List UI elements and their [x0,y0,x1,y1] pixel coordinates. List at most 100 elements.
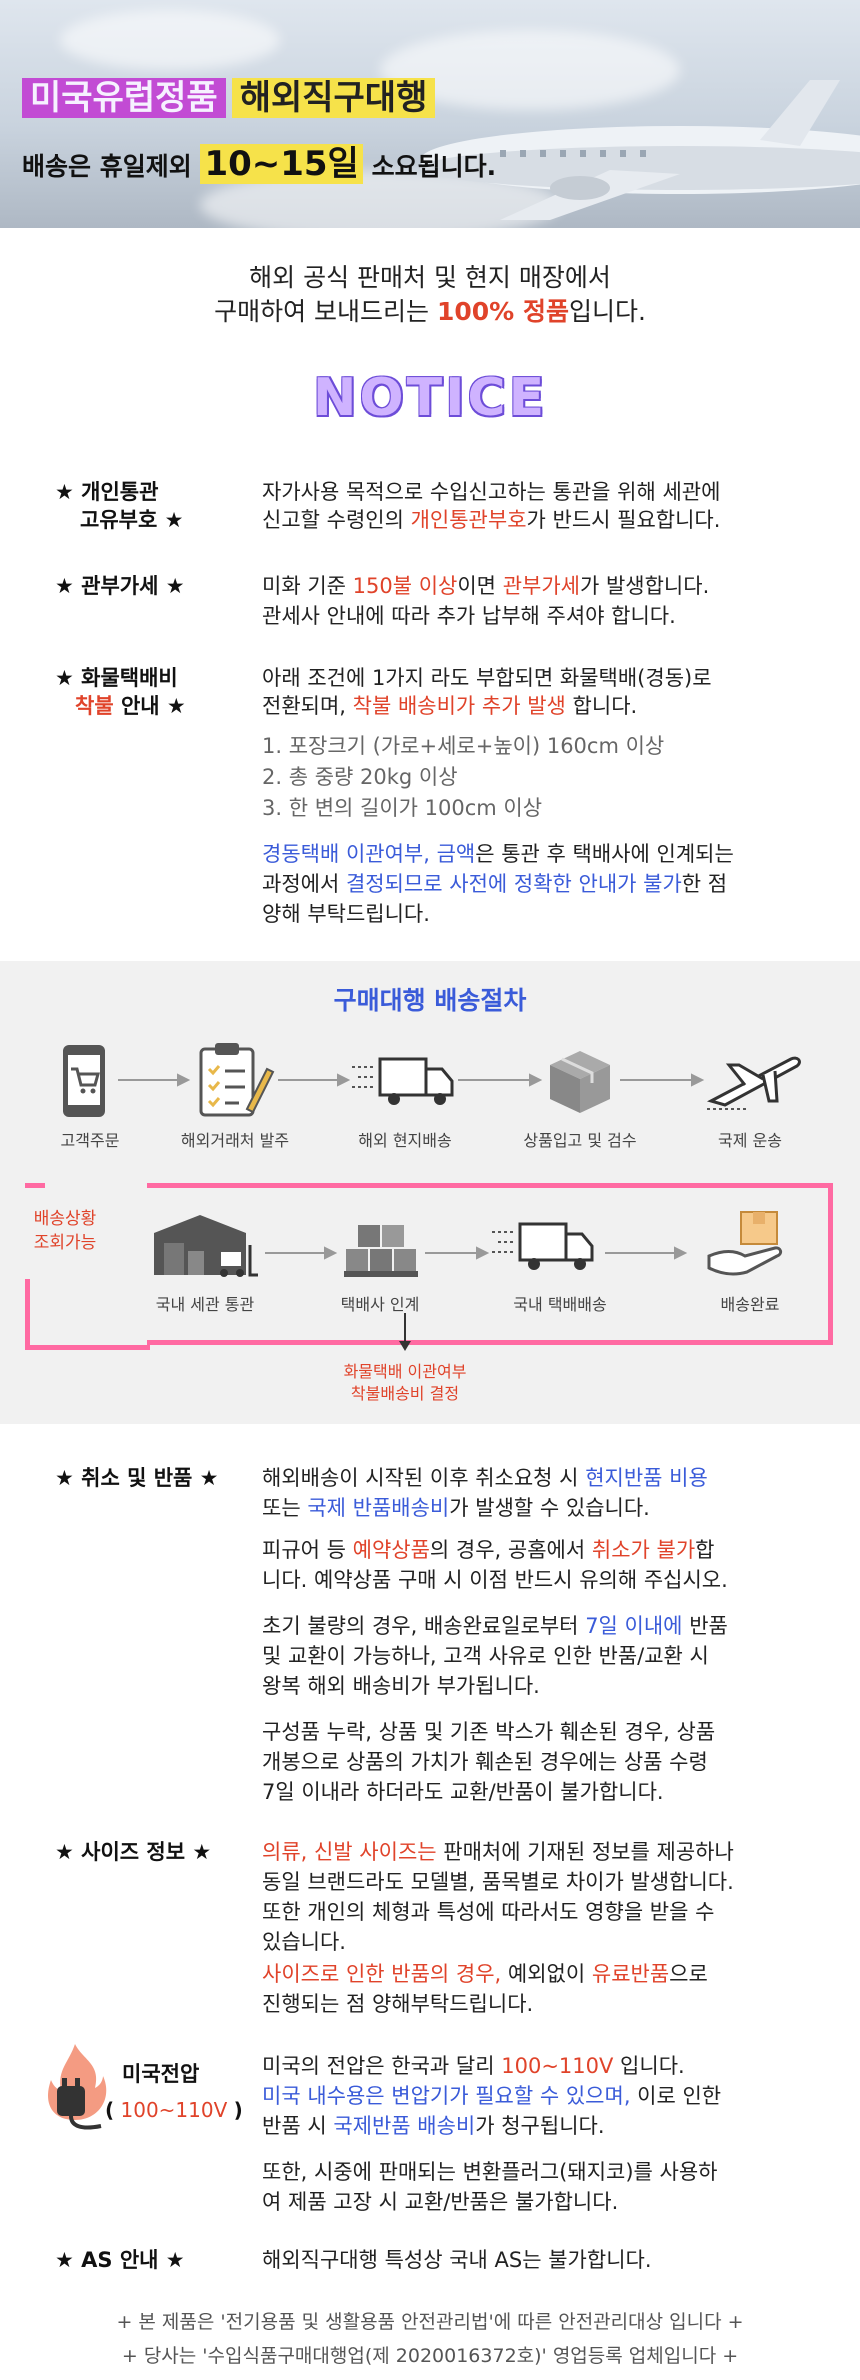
size-l5-post: 으로 [669,1962,708,1986]
cancel-p1-l1: 해외배송이 시작된 이후 취소요청 시 현지반품 비용 [262,1464,708,1493]
package-boxes-icon [550,1051,610,1113]
size-l5: 사이즈로 인한 반품의 경우, 예외없이 유료반품으로 [262,1960,708,1989]
tax-label: ★ 관부가세 ★ [55,574,185,598]
cancel-p4-l3: 7일 이내라 하더라도 교환/반품이 불가합니다. [262,1780,664,1804]
customs-text-1: 자가사용 목적으로 수입신고하는 통관을 위해 세관에 [262,480,721,504]
cancel-p3-pre: 초기 불량의 경우, 배송완료일로부터 [262,1614,586,1638]
freight-note-1: 경동택배 이관여부, 금액은 통관 후 택배사에 인계되는 [262,840,734,869]
size-return-case: 사이즈로 인한 반품의 경우, [262,1962,502,1986]
freight-note-2-pre: 과정에서 [262,872,346,896]
voltage-l5: 여 제품 고장 시 교환/반품은 불가합니다. [262,2190,619,2214]
freight-note-blue-2: 결정되므로 사전에 정확한 안내가 불가 [345,872,682,896]
tracking-label-line1: 배송상황 [33,1209,97,1229]
customs-t2-pre: 신고할 수령인의 [262,508,411,532]
size-l1: 의류, 신발 사이즈는 판매처에 기재된 정보를 제공하나 [262,1838,734,1867]
voltage-transformer-note: 미국 내수용은 변압기가 필요할 수 있으며, [262,2084,631,2108]
voltage-l4: 또한, 시중에 판매되는 변환플러그(돼지코)를 사용하 [262,2160,718,2184]
cancel-7days: 7일 이내에 [585,1614,683,1638]
voltage-range-value: 100~110V [120,2098,228,2122]
customs-text-2: 신고할 수령인의 개인통관부호가 반드시 필요합니다. [262,506,720,535]
warehouse-forklift-icon [154,1215,258,1277]
cancel-p3-l3: 왕복 해외 배송비가 부가됩니다. [262,1674,540,1698]
freight-condition-3: 3. 한 변의 길이가 100cm 이상 [262,796,543,820]
footer-registration-notice: + 당사는 '수입식품구매대행업(제 2020016372호)' 영업등록 업체… [121,2345,739,2367]
voltage-l1-post: 입니다. [613,2054,685,2078]
cancel-p2-post: 합 [695,1538,715,1562]
customs-label-2: 고유부호 ★ [80,508,184,532]
freight-label-2: 착불 안내 ★ [75,692,186,721]
voltage-l1-value: 100~110V [501,2054,614,2078]
intro-line2: 구매하여 보내드리는 100% 정품입니다. [0,292,860,328]
size-l6: 진행되는 점 양해부탁드립니다. [262,1992,534,2016]
customs-label-1: ★ 개인통관 [55,480,159,504]
cancel-intl-return-fee: 국제 반품배송비 [307,1496,450,1520]
size-l5-mid: 예외없이 [501,1962,592,1986]
freight-cod-label: 착불 [75,694,114,718]
cancel-local-return-cost: 현지반품 비용 [585,1466,708,1490]
cancel-p4-l1: 구성품 누락, 상품 및 기존 박스가 훼손된 경우, 상품 [262,1720,716,1744]
tracking-box-top-stub [25,1183,45,1188]
freight-text-1: 아래 조건에 1가지 라도 부합되면 화물택배(경동)로 [262,666,712,690]
voltage-l2-post: 이로 인한 [630,2084,722,2108]
hero-subtitle-pre: 배송은 휴일제외 [22,152,192,181]
size-clothing-shoes: 의류, 신발 사이즈는 [262,1840,437,1864]
customs-code-highlight: 개인통관부호 [410,508,527,532]
hero-subtitle: 배송은 휴일제외 10~15일 소요됩니다. [22,136,496,185]
step-delivery-complete: 배송완료 [720,1295,780,1314]
freight-extra-highlight: 착불 배송비가 추가 발생 [352,694,566,718]
tracking-label-line2: 조회가능 [33,1233,97,1253]
freight-label-2-post: 안내 ★ [113,694,186,718]
cancel-not-possible: 취소가 불가 [591,1538,696,1562]
voltage-l3-pre: 반품 시 [262,2114,334,2138]
voltage-l1-pre: 미국의 전압은 한국과 달리 [262,2054,502,2078]
freight-note-1-post: 은 통관 후 택배사에 인계되는 [475,842,734,866]
tracking-available-label: 배송상황 조회가능 [10,1207,120,1255]
intro-line2-pre: 구매하여 보내드리는 [214,297,437,326]
as-label: ★ AS 안내 ★ [55,2248,185,2272]
size-l3: 또한 개인의 체형과 특성에 따라서도 영향을 받을 수 [262,1900,715,1924]
tracking-box-bottom-line [25,1345,150,1350]
step-local-delivery: 해외 현지배송 [358,1131,452,1150]
cancel-p2-l2: 니다. 예약상품 구매 시 이점 반드시 유의해 주십시오. [262,1568,728,1592]
size-paid-return: 유료반품 [591,1962,670,1986]
step-intl-shipping: 국제 운송 [718,1131,782,1150]
voltage-l1: 미국의 전압은 한국과 달리 100~110V 입니다. [262,2052,685,2081]
shipping-process-section: 구매대행 배송절차 고객주문 해외거래처 발주 해외 현지배송 [0,961,860,1424]
size-l4: 있습니다. [262,1930,346,1954]
freight-condition-1: 1. 포장크기 (가로+세로+높이) 160cm 이상 [262,734,665,758]
domestic-truck-icon [492,1222,594,1270]
freight-t2-post: 합니다. [565,694,638,718]
step-domestic-delivery: 국내 택배배송 [513,1295,607,1314]
tax-150-highlight: 150불 이상 [352,574,458,598]
cancel-preorder: 예약상품 [352,1538,430,1562]
tax-text-2: 관세사 안내에 따라 추가 납부해 주셔야 합니다. [262,604,676,628]
intro-line1: 해외 공식 판매처 및 현지 매장에서 [249,263,611,292]
voltage-l2: 미국 내수용은 변압기가 필요할 수 있으며, 이로 인한 [262,2082,721,2111]
tracking-box-left-line [25,1279,30,1350]
freight-note-3: 양해 부탁드립니다. [262,902,430,926]
freight-decision-line1: 화물택배 이관여부 [343,1362,467,1381]
freight-note-2: 과정에서 결정되므로 사전에 정확한 안내가 불가한 점 [262,870,727,899]
tracking-range-box [147,1183,833,1345]
intro-line2-post: 입니다. [568,297,646,326]
process-arrows-row2 [265,1246,688,1260]
step-customer-order: 고객주문 [60,1131,120,1150]
as-text: 해외직구대행 특성상 국내 AS는 불가합니다. [262,2248,652,2272]
freight-label-1: ★ 화물택배비 [55,666,178,690]
voltage-l3-post: 가 청구됩니다. [475,2114,605,2138]
cancel-p3-post: 반품 [682,1614,728,1638]
freight-note-2-post: 한 점 [681,872,728,896]
tax-t1-post: 가 발생합니다. [579,574,710,598]
delivery-truck-icon [352,1057,454,1105]
process-title: 구매대행 배송절차 [333,986,527,1015]
size-l1-post: 판매처에 기재된 정보를 제공하나 [436,1840,734,1864]
cancel-p2-l1: 피규어 등 예약상품의 경우, 공홈에서 취소가 불가합 [262,1536,714,1565]
smartphone-cart-icon [63,1045,105,1117]
hand-package-icon [707,1211,783,1276]
cancel-p1-l2-post: 가 발생할 수 있습니다. [449,1496,650,1520]
cancel-p3-l1: 초기 불량의 경우, 배송완료일로부터 7일 이내에 반품 [262,1612,728,1641]
cancel-p1-l2-pre: 또는 [262,1496,308,1520]
intro-genuine: 100% 정품 [437,297,569,326]
